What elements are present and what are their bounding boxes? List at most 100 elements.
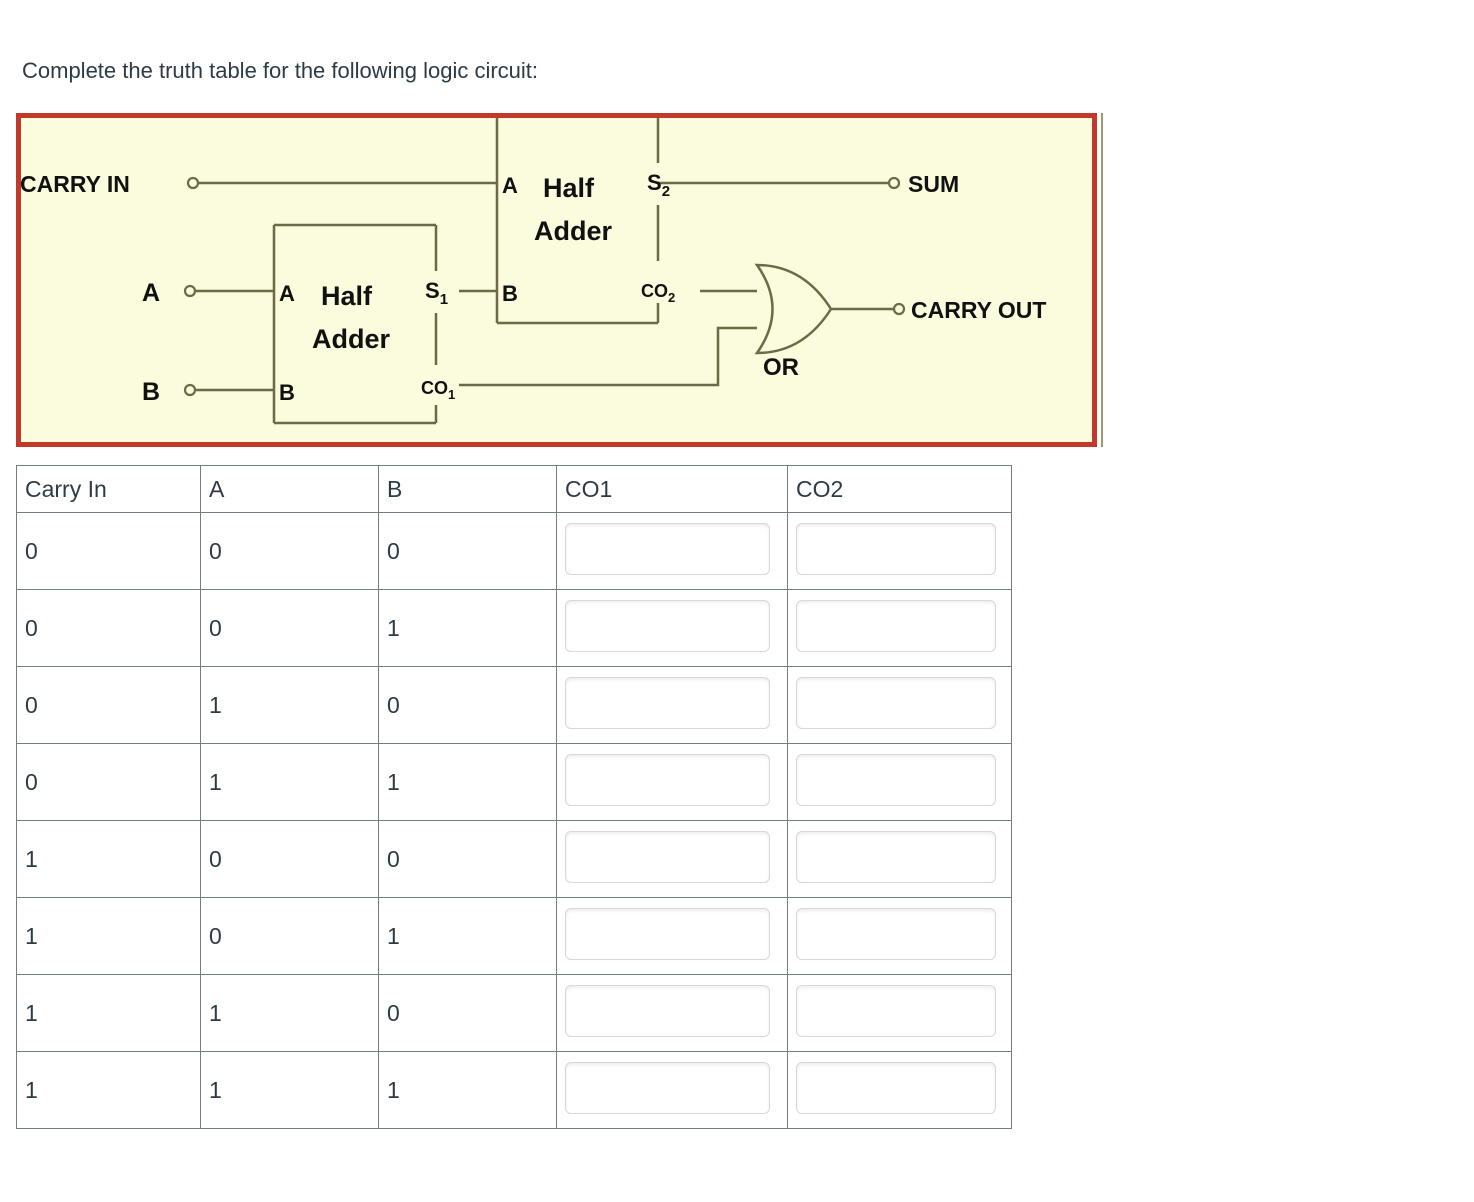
figure-edge-rule — [1101, 113, 1103, 447]
label-carry-out: CARRY OUT — [911, 297, 1046, 323]
label-b: B — [142, 378, 160, 406]
wire-co1-to-or — [459, 326, 757, 387]
cell-co2 — [787, 512, 1012, 590]
figure-red-border — [16, 113, 1097, 447]
header-b: B — [378, 465, 557, 513]
header-carry-in: Carry In — [16, 465, 201, 513]
cell-a: 1 — [200, 743, 379, 821]
co2-answer-input[interactable] — [796, 908, 996, 960]
cell-carry-in: 0 — [16, 666, 201, 744]
cell-co1 — [556, 512, 788, 590]
co2-answer-input[interactable] — [796, 523, 996, 575]
cell-co2 — [787, 820, 1012, 898]
header-co1: CO1 — [556, 465, 788, 513]
cell-b: 0 — [378, 820, 557, 898]
ha2-pin-a-label: A — [502, 173, 518, 198]
co1-answer-input[interactable] — [565, 985, 770, 1037]
terminal-carry-out — [892, 302, 906, 316]
co2-answer-input[interactable] — [796, 831, 996, 883]
co1-answer-input[interactable] — [565, 908, 770, 960]
header-a: A — [200, 465, 379, 513]
logic-circuit-figure: CARRY IN A B SUM CARRY OUT A B Half Adde… — [16, 113, 1103, 447]
cell-co2 — [787, 1051, 1012, 1129]
ha2-pin-b-label: B — [502, 281, 518, 306]
cell-co1 — [556, 974, 788, 1052]
ha1-pin-b-label: B — [279, 380, 295, 405]
terminal-sum — [887, 176, 901, 190]
ha1-title-line1: Half — [321, 281, 373, 311]
cell-a: 1 — [200, 666, 379, 744]
cell-a: 0 — [200, 897, 379, 975]
or-gate-label: OR — [763, 354, 799, 381]
co1-answer-input[interactable] — [565, 677, 770, 729]
co1-answer-input[interactable] — [565, 754, 770, 806]
ha1-title-line2: Adder — [312, 324, 391, 354]
cell-a: 0 — [200, 589, 379, 667]
cell-co1 — [556, 1051, 788, 1129]
terminal-carry-in — [186, 176, 200, 190]
cell-co2 — [787, 897, 1012, 975]
cell-b: 0 — [378, 974, 557, 1052]
cell-carry-in: 0 — [16, 589, 201, 667]
co2-answer-input[interactable] — [796, 985, 996, 1037]
label-carry-in: CARRY IN — [20, 171, 130, 197]
cell-a: 1 — [200, 1051, 379, 1129]
cell-a: 0 — [200, 820, 379, 898]
cell-carry-in: 0 — [16, 512, 201, 590]
ha1-pin-a-label: A — [279, 281, 295, 306]
cell-co2 — [787, 589, 1012, 667]
cell-b: 0 — [378, 512, 557, 590]
cell-co1 — [556, 589, 788, 667]
cell-co1 — [556, 666, 788, 744]
cell-a: 1 — [200, 974, 379, 1052]
page-title: Complete the truth table for the followi… — [22, 58, 539, 83]
cell-co1 — [556, 743, 788, 821]
co2-answer-input[interactable] — [796, 1062, 996, 1114]
cell-co1 — [556, 897, 788, 975]
cell-co2 — [787, 666, 1012, 744]
cell-carry-in: 1 — [16, 897, 201, 975]
ha2-title-line1: Half — [543, 173, 595, 203]
terminal-a — [183, 284, 197, 298]
or-gate-shape — [754, 263, 833, 355]
table-header-row: Carry In A B CO1 CO2 — [16, 465, 1012, 513]
cell-carry-in: 1 — [16, 1051, 201, 1129]
circuit-schematic: CARRY IN A B SUM CARRY OUT A B Half Adde… — [20, 118, 1046, 425]
cell-carry-in: 1 — [16, 974, 201, 1052]
terminal-b — [183, 383, 197, 397]
cell-b: 1 — [378, 743, 557, 821]
cell-b: 1 — [378, 897, 557, 975]
ha1-carry-output-label: CO1 — [421, 378, 455, 402]
cell-co2 — [787, 743, 1012, 821]
cell-b: 1 — [378, 1051, 557, 1129]
cell-co2 — [787, 974, 1012, 1052]
ha2-sum-output-label: S2 — [647, 170, 670, 200]
cell-a: 0 — [200, 512, 379, 590]
co2-answer-input[interactable] — [796, 677, 996, 729]
header-co2: CO2 — [787, 465, 1012, 513]
label-a: A — [142, 279, 160, 307]
ha1-sum-output-label: S1 — [425, 278, 448, 308]
co2-answer-input[interactable] — [796, 754, 996, 806]
co2-answer-input[interactable] — [796, 600, 996, 652]
cell-carry-in: 1 — [16, 820, 201, 898]
cell-b: 1 — [378, 589, 557, 667]
ha2-carry-output-label: CO2 — [641, 281, 675, 305]
co1-answer-input[interactable] — [565, 600, 770, 652]
co1-answer-input[interactable] — [565, 831, 770, 883]
co1-answer-input[interactable] — [565, 523, 770, 575]
cell-b: 0 — [378, 666, 557, 744]
label-sum: SUM — [908, 171, 959, 197]
co1-answer-input[interactable] — [565, 1062, 770, 1114]
ha2-title-line2: Adder — [534, 216, 613, 246]
cell-carry-in: 0 — [16, 743, 201, 821]
